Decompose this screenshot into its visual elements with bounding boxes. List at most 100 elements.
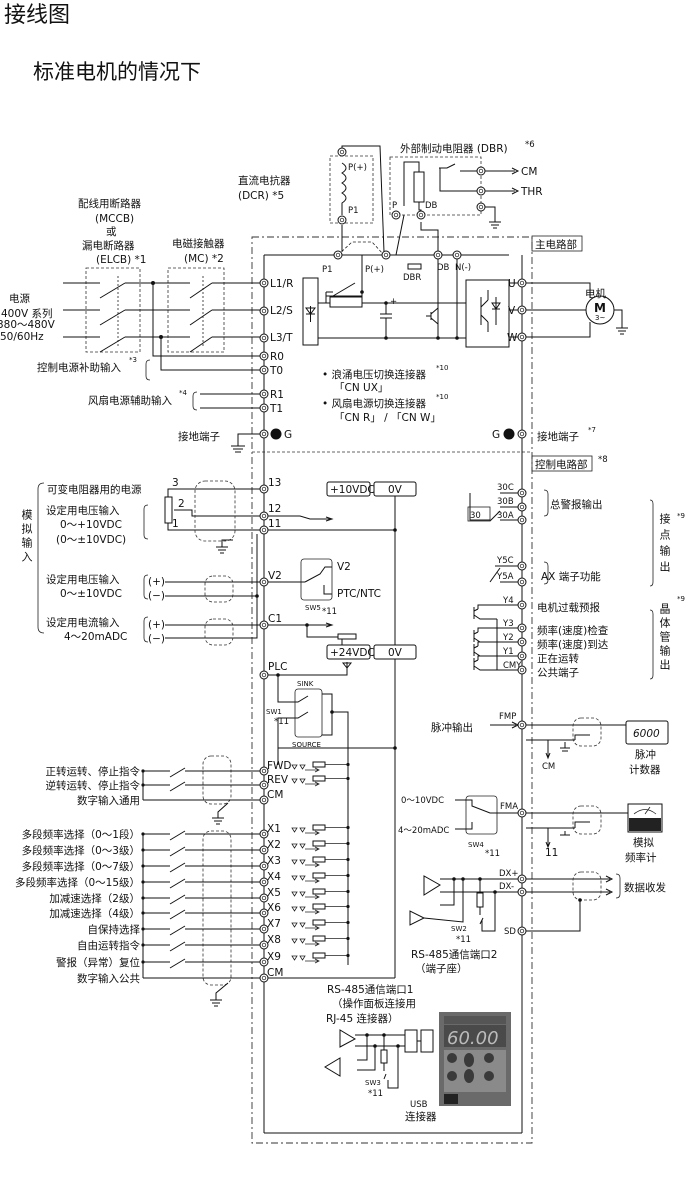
- keypad-up-button[interactable]: [464, 1053, 474, 1067]
- input-terminal-labels: L1/R L2/S L3/T R0 T0 R1 T1 G: [269, 278, 293, 441]
- terminal-t1-label: T1: [269, 403, 283, 415]
- digital-input-label: 多段频率选择（0～7级）: [22, 860, 140, 873]
- transistor-output-wiring: [473, 604, 518, 671]
- supply-24v-box: [326, 644, 371, 660]
- internal-buses: [263, 254, 523, 1134]
- terminal-30b-label: 30B: [497, 497, 514, 507]
- terminal-screw: [416, 210, 426, 220]
- terminal-g-left-label: G: [284, 429, 292, 441]
- terminal-screw: [517, 429, 527, 439]
- connector-note-1: • 浪涌电压切换连接器: [322, 368, 427, 381]
- fma-common-label: 11: [545, 847, 558, 859]
- terminal-screw: [476, 186, 486, 196]
- terminal-screw: [259, 670, 269, 680]
- digital-input-label: 正转运转、停止指令: [46, 765, 141, 778]
- voltage-input-2-label: 设定用电压输入: [46, 573, 120, 586]
- terminal-v2-label: V2: [268, 570, 282, 582]
- terminal-screw: [517, 623, 527, 633]
- ground-symbol-icon: [270, 428, 282, 440]
- note-9-transistor: *9: [677, 595, 685, 603]
- input-switch: [169, 767, 186, 778]
- terminal-screw: [259, 861, 269, 871]
- digital-input-terminal: X8: [267, 934, 281, 946]
- terminal-screw: [259, 403, 269, 413]
- input-switch: [169, 925, 186, 936]
- supply-0v-box: [373, 481, 417, 497]
- terminal-screw: [259, 766, 269, 776]
- digital-input-terminal: X6: [267, 902, 281, 914]
- terminal-dx-minus-label: DX-: [499, 882, 514, 892]
- terminal-screw: [476, 202, 486, 212]
- breaker-label-5: (ELCB) *1: [96, 254, 146, 266]
- terminal-screw: [259, 389, 269, 399]
- terminal-screw: [517, 665, 527, 675]
- terminal-screw: [381, 250, 391, 260]
- sw3-note: *11: [368, 1089, 383, 1099]
- terminal-screw: [517, 808, 527, 818]
- rs485-port1-line3: RJ-45 连接器）: [326, 1012, 399, 1025]
- terminal-l1-label: L1/R: [270, 278, 293, 290]
- terminal-screw: [259, 780, 269, 790]
- v2-plus: (+): [148, 576, 165, 588]
- breaker-and-contactor: [63, 267, 262, 453]
- terminal-screw: [259, 306, 269, 316]
- relay-30-box-label: 30: [470, 511, 481, 521]
- sw5-note: *11: [322, 607, 337, 617]
- digital-input-label: 自由运转指令: [77, 939, 140, 952]
- sw5-ptc-label: PTC/NTC: [337, 588, 381, 600]
- keypad-button[interactable]: [447, 1053, 457, 1063]
- digital-input-terminal: X7: [267, 918, 281, 930]
- digital-input-terminal: CM: [267, 967, 283, 979]
- pot-pin-3: 3: [172, 477, 179, 489]
- ground-terminal-right-label: 接地端子: [537, 430, 579, 443]
- terminal-screw: [259, 973, 269, 983]
- contactor-label-2: (MC) *2: [184, 253, 224, 265]
- connector-value-2: 「CN R」 / 「CN W」: [334, 412, 441, 424]
- ground-symbol-icon: [503, 428, 515, 440]
- keypad-down-button[interactable]: [464, 1069, 474, 1083]
- pulse-cm-label: CM: [542, 762, 555, 772]
- transistor-output-terminal: Y3: [502, 619, 514, 629]
- terminal-screw: [259, 940, 269, 950]
- keypad[interactable]: [439, 1012, 511, 1106]
- dbr-db-label: DB: [425, 201, 438, 211]
- digital-input-terminal: X3: [267, 855, 281, 867]
- breaker-label-1: 配线用断路器: [78, 197, 141, 210]
- sw1-note: *11: [274, 717, 289, 727]
- terminal-screw: [259, 877, 269, 887]
- breaker-label-4: 漏电断路器: [82, 239, 135, 252]
- supply-10v-label: +10VDC: [330, 484, 375, 496]
- supply-10v-box: [326, 481, 371, 497]
- input-switch: [169, 781, 186, 792]
- ground-terminal-left-label: 接地端子: [178, 430, 220, 443]
- terminal-screw: [517, 577, 527, 587]
- transistor-output-label: 频率(速度)检查: [537, 624, 609, 637]
- terminal-screw: [517, 651, 527, 661]
- input-switch: [169, 958, 186, 969]
- digital-input-label: 警报（异常）复位: [56, 956, 140, 969]
- terminal-screw: [259, 429, 269, 439]
- pulse-output-wiring: [490, 717, 669, 760]
- digital-input-terminal: X5: [267, 887, 281, 899]
- transistor-output-labels: Y4电机过载预报Y3频率(速度)检查Y2频率(速度)到达Y1正在运转CMY公共端…: [502, 596, 609, 679]
- note-8: *8: [598, 455, 608, 465]
- transistor-output-terminal: Y4: [502, 596, 514, 606]
- terminal-v-label: V: [508, 305, 516, 317]
- keypad-button[interactable]: [484, 1053, 494, 1063]
- breaker-label-3: 或: [106, 226, 117, 238]
- digital-input-label: 数字输入公共: [77, 972, 140, 985]
- keypad-button[interactable]: [484, 1071, 494, 1081]
- input-switch: [169, 941, 186, 952]
- terminal-screw: [259, 829, 269, 839]
- keypad-button[interactable]: [447, 1071, 457, 1081]
- voltage-input-2-range: 0～±10VDC: [60, 588, 122, 600]
- terminal-screw: [517, 502, 527, 512]
- terminal-y5c-label: Y5C: [496, 556, 514, 566]
- v2-minus: (−): [148, 590, 165, 602]
- c1-plus: (+): [148, 619, 165, 631]
- aux-fan-power-label: 风扇电源辅助输入: [88, 394, 172, 407]
- plc-label: PLC: [268, 661, 288, 673]
- inverter-enclosure: [251, 236, 533, 1144]
- digital-input-terminal: X1: [267, 823, 281, 835]
